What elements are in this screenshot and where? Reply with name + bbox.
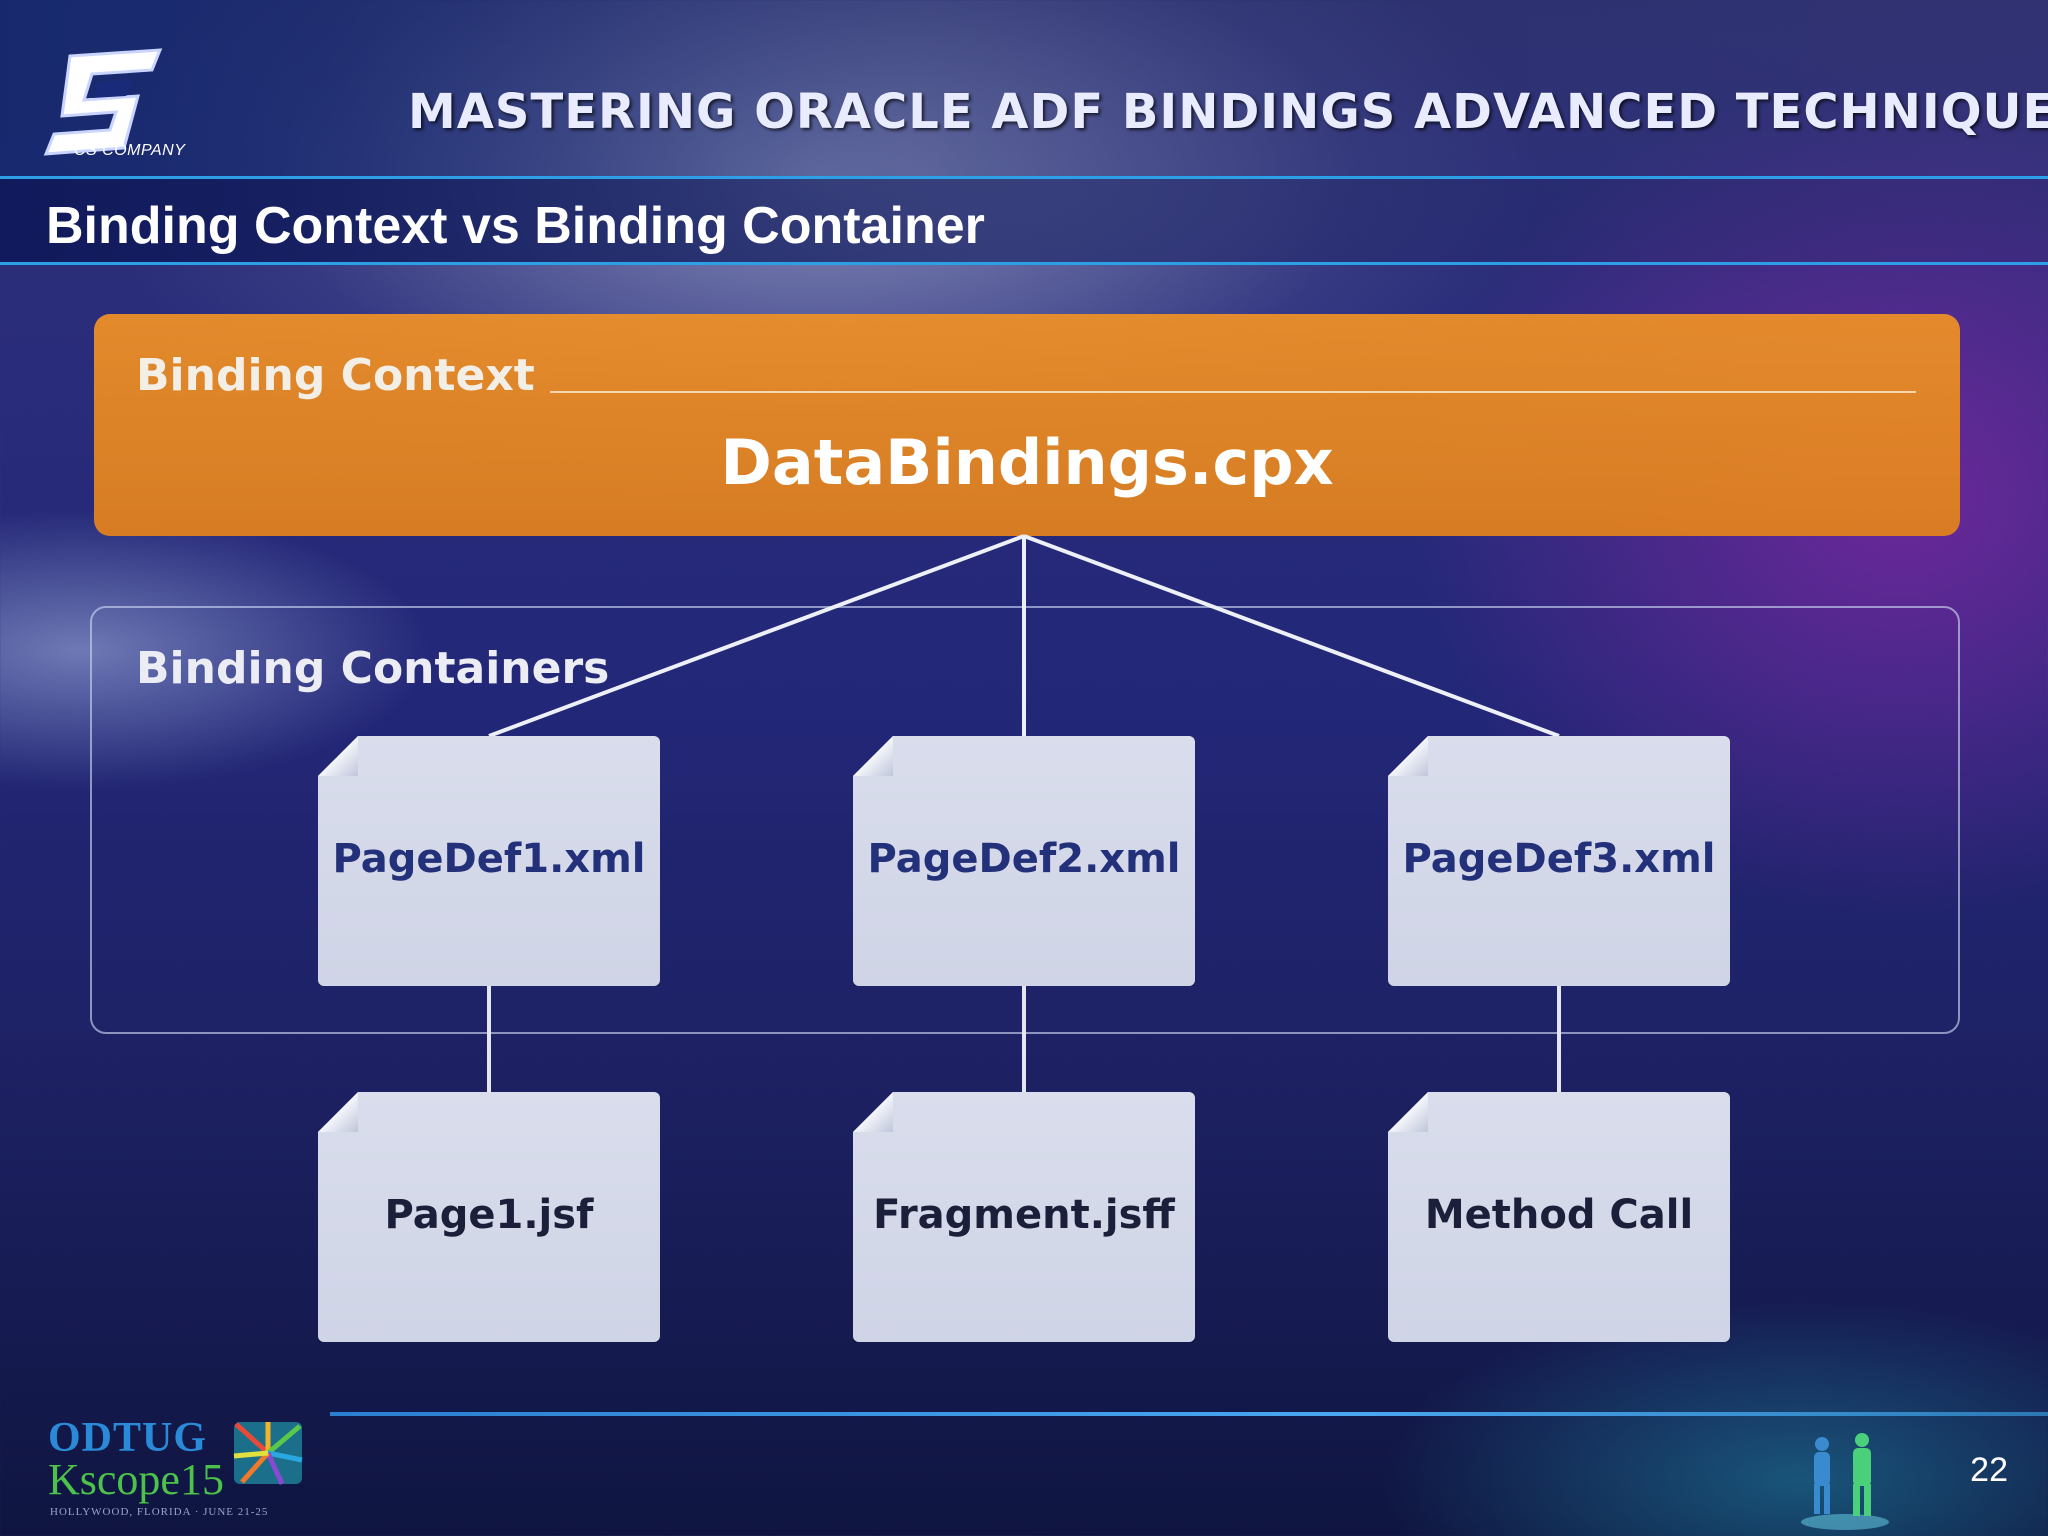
- pagedef3-document: PageDef3.xml: [1388, 736, 1730, 986]
- binding-context-label: Binding Context: [136, 350, 535, 401]
- connector-context-pagedef3: [1023, 534, 1560, 738]
- odtug-logo-text: ODTUG: [48, 1415, 208, 1461]
- header-band: [0, 0, 2048, 176]
- title-band: [0, 179, 2048, 262]
- header-divider: [0, 176, 2048, 179]
- page1-jsf-label: Page1.jsf: [384, 1192, 594, 1238]
- walking-figures-icon: [1801, 1433, 1889, 1530]
- footer-divider: [330, 1412, 2048, 1416]
- conference-venue: HOLLYWOOD, FLORIDA · JUNE 21-25: [50, 1506, 269, 1518]
- logo-caption: CS COMPANY: [74, 142, 186, 159]
- pagedef2-label: PageDef2.xml: [867, 836, 1181, 882]
- cs-company-logo: [40, 36, 210, 166]
- binding-context-divider: [550, 391, 1916, 393]
- kscope-burst-icon: [233, 1422, 303, 1486]
- pagedef2-document: PageDef2.xml: [853, 736, 1195, 986]
- pagedef1-document: PageDef1.xml: [318, 736, 660, 986]
- fragment-jsff-document: Fragment.jsff: [853, 1092, 1195, 1342]
- page1-jsf-document: Page1.jsf: [318, 1092, 660, 1342]
- title-divider: [0, 262, 2048, 265]
- pagedef1-label: PageDef1.xml: [332, 836, 646, 882]
- binding-context-box: Binding Context DataBindings.cpx: [94, 314, 1960, 536]
- method-call-label: Method Call: [1424, 1192, 1694, 1238]
- presentation-title: MASTERING ORACLE ADF BINDINGS ADVANCED T…: [408, 84, 2048, 140]
- slide-number: 22: [1970, 1451, 2008, 1489]
- kscope-logo-text: Kscope15: [48, 1455, 224, 1504]
- databindings-file-label: DataBindings.cpx: [720, 426, 1334, 499]
- connector-context-pagedef1: [488, 534, 1025, 738]
- slide-title: Binding Context vs Binding Container: [46, 197, 985, 255]
- binding-containers-label: Binding Containers: [136, 643, 610, 694]
- method-call-document: Method Call: [1388, 1092, 1730, 1342]
- fragment-jsff-label: Fragment.jsff: [873, 1192, 1175, 1238]
- pagedef3-label: PageDef3.xml: [1402, 836, 1716, 882]
